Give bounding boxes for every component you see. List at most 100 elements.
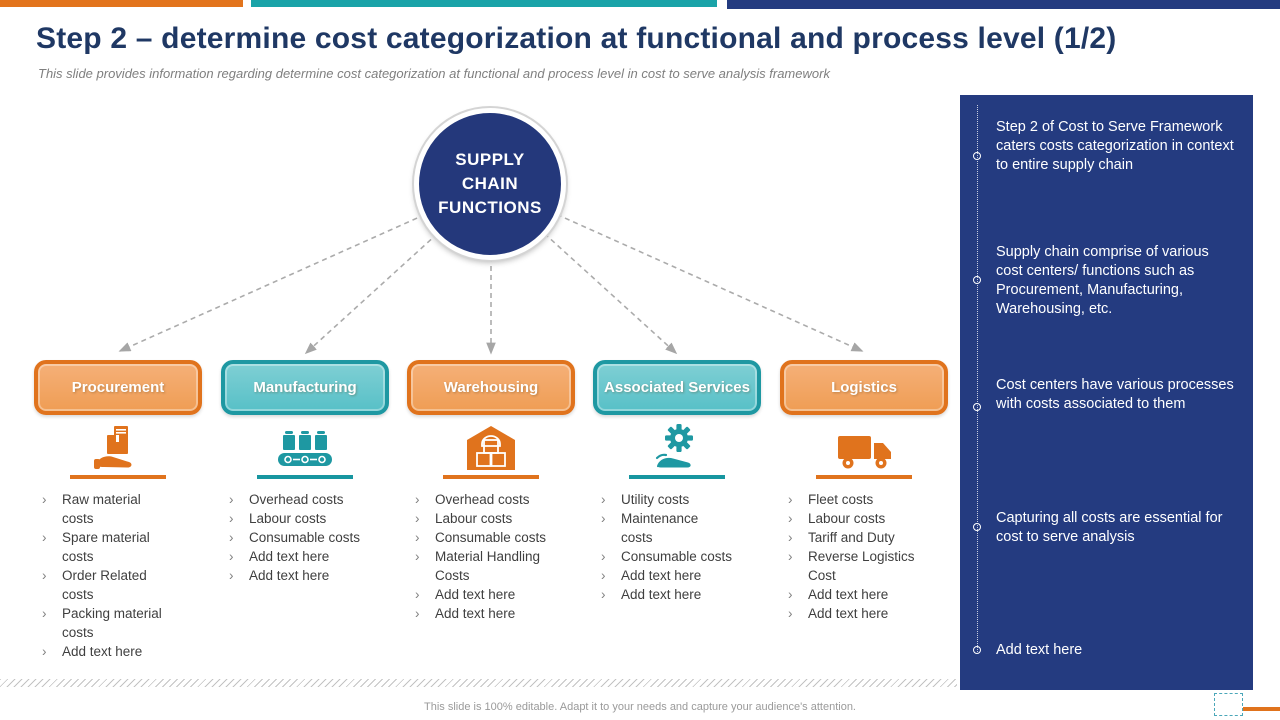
column-procurement: Procurement › Raw material costs › Spare ma… <box>34 360 202 661</box>
list-item: › Consumable costs <box>229 528 389 547</box>
hand-box-icon <box>34 424 202 470</box>
list-item-text: Add text here <box>435 586 516 602</box>
list-item: › Add text here <box>415 585 575 604</box>
list-item-text: Add text here <box>435 605 516 621</box>
top-accent-bar-navy <box>727 0 1280 9</box>
hatch-divider <box>0 679 957 687</box>
sidebar-note-2: Supply chain comprise of various cost ce… <box>996 244 1209 317</box>
chevron-bullet: › <box>229 510 234 526</box>
chevron-bullet: › <box>415 605 420 621</box>
list-item: › Add text here <box>788 604 948 623</box>
selection-handle-box <box>1214 693 1243 716</box>
list-item-text: Add text here <box>249 567 330 583</box>
list-item-text: Order Related costs <box>62 567 147 602</box>
list-item-text: Labour costs <box>435 510 513 526</box>
list-item-text: Add text here <box>621 586 702 602</box>
cost-list-procurement: › Raw material costs › Spare material costs… <box>34 490 202 661</box>
circle-marker <box>973 646 981 654</box>
function-box-label: Logistics <box>831 379 897 396</box>
function-box-label: Procurement <box>71 379 165 396</box>
icon-underline <box>257 475 353 479</box>
list-item: › Add text here <box>601 585 761 604</box>
chevron-bullet: › <box>601 510 606 526</box>
icon-underline <box>70 475 166 479</box>
chevron-bullet: › <box>601 567 606 583</box>
list-item: ›Order Related costs <box>42 566 202 604</box>
chevron-bullet: › <box>415 586 420 602</box>
chevron-bullet: › <box>42 491 47 507</box>
list-item: ›Reverse Logistics Cost <box>788 547 948 585</box>
chevron-bullet: › <box>788 605 793 621</box>
chevron-bullet: › <box>601 586 606 602</box>
list-item-text: Add text here <box>249 548 330 564</box>
function-box-label: Warehousing <box>443 379 539 396</box>
gear-hand-icon <box>593 424 761 470</box>
list-item: › Consumable costs <box>415 528 575 547</box>
function-box-label: Manufacturing <box>253 379 357 396</box>
list-item: › Tariff and Duty <box>788 528 948 547</box>
hub-circle: SUPPLY CHAIN FUNCTIONS <box>414 108 566 260</box>
list-item: ›Overhead costs <box>415 490 575 509</box>
icon-underline <box>629 475 725 479</box>
list-item-text: Overhead costs <box>435 491 530 507</box>
list-item-text: Labour costs <box>249 510 327 526</box>
chevron-bullet: › <box>788 586 793 602</box>
list-item-text: Spare material costs <box>62 529 150 564</box>
chevron-bullet: › <box>788 529 793 545</box>
list-item-text: Add text here <box>808 605 889 621</box>
chevron-bullet: › <box>601 548 606 564</box>
list-item-text: Add text here <box>621 567 702 583</box>
column-associated-services: Associated Services ›Uti <box>593 360 761 604</box>
chevron-bullet: › <box>229 491 234 507</box>
top-accent-bar-teal <box>251 0 717 7</box>
list-item-text: Consumable costs <box>435 529 547 545</box>
hub-label: SUPPLY CHAIN FUNCTIONS <box>438 150 542 217</box>
chevron-bullet: › <box>788 510 793 526</box>
cost-list-warehousing: ›Overhead costs›Labour costs›Consumable … <box>407 490 575 623</box>
function-box-warehousing: Warehousing <box>407 360 575 415</box>
list-item-text: Consumable costs <box>249 529 361 545</box>
cost-list-associated-services: ›Utility costs›Maintenance costs›Consuma… <box>593 490 761 604</box>
circle-marker <box>973 403 981 411</box>
footer-note: This slide is 100% editable. Adapt it to… <box>424 701 856 713</box>
list-item-text: Tariff and Duty <box>808 529 895 545</box>
list-item: ›Labour costs <box>788 509 948 528</box>
list-item: ›Utility costs <box>601 490 761 509</box>
list-item: ›Add text here <box>42 642 202 661</box>
function-box-procurement: Procurement <box>34 360 202 415</box>
chevron-bullet: › <box>415 548 420 564</box>
list-item-text: Add text here <box>808 586 889 602</box>
chevron-bullet: › <box>788 491 793 507</box>
list-item: › Add text here <box>229 566 389 585</box>
circle-marker <box>973 523 981 531</box>
chevron-bullet: › <box>229 548 234 564</box>
sidebar-note-3: Cost centers have various processes with… <box>996 377 1234 412</box>
list-item: › Add text here <box>415 604 575 623</box>
icon-underline <box>816 475 912 479</box>
list-item: ›Overhead costs <box>229 490 389 509</box>
column-warehousing: Warehousing ›Overhead costs›Labour costs… <box>407 360 575 623</box>
list-item: ›Labour costs <box>415 509 575 528</box>
column-manufacturing: Manufacturing ›Overhead costs›Labour cos… <box>221 360 389 585</box>
chevron-bullet: › <box>42 529 47 545</box>
list-item-text: Raw material costs <box>62 491 141 526</box>
list-item: › Add text here <box>601 566 761 585</box>
list-item: › Raw material costs <box>42 490 202 528</box>
chevron-bullet: › <box>42 605 47 621</box>
list-item-text: Fleet costs <box>808 491 874 507</box>
chevron-bullet: › <box>415 529 420 545</box>
list-item-text: Reverse Logistics Cost <box>808 548 915 583</box>
cost-list-manufacturing: ›Overhead costs›Labour costs›Consumable … <box>221 490 389 585</box>
list-item: › Labour costs <box>229 509 389 528</box>
function-box-logistics: Logistics <box>780 360 948 415</box>
list-item: › Add text here <box>229 547 389 566</box>
list-item: ›Maintenance costs <box>601 509 761 547</box>
chevron-bullet: › <box>229 529 234 545</box>
cost-list-logistics: ›Fleet costs›Labour costs›Tariff and Dut… <box>780 490 948 623</box>
list-item-text: Material Handling Costs <box>435 548 541 583</box>
chevron-bullet: › <box>601 491 606 507</box>
list-item: › Add text here <box>788 585 948 604</box>
list-item: › Spare material costs <box>42 528 202 566</box>
chevron-bullet: › <box>229 567 234 583</box>
slide-title: Step 2 – determine cost categorization a… <box>36 22 1117 55</box>
